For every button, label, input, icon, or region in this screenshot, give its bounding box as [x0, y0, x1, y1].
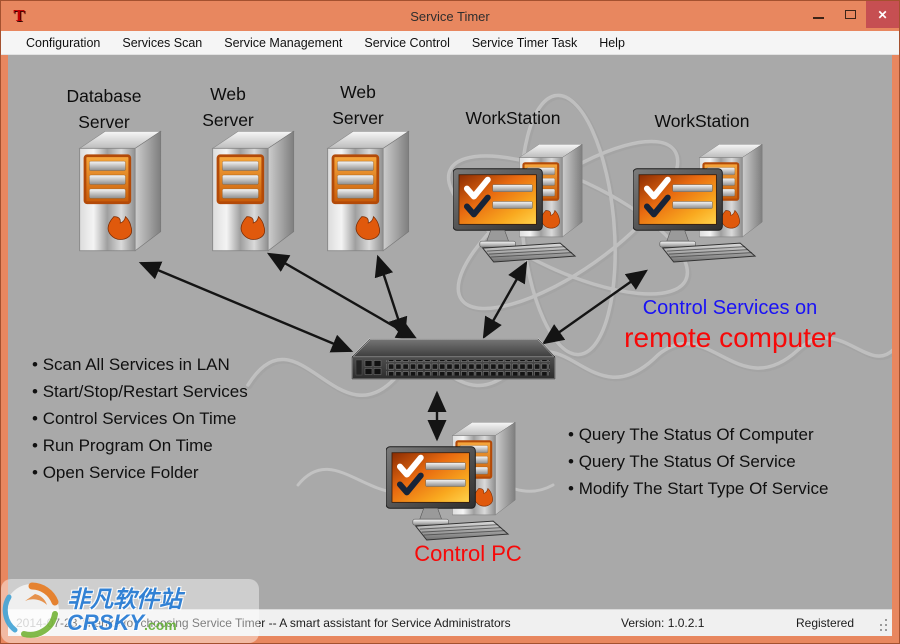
- control-pc-icon: [384, 419, 522, 543]
- web-server-label: Web Server: [332, 82, 384, 128]
- version-label: Version: 1.0.2.1: [621, 616, 705, 630]
- minimize-icon: [812, 16, 824, 19]
- control-pc-label: Control PC: [414, 541, 522, 566]
- feature-item: Control Services On Time: [32, 405, 248, 432]
- double-arrow-link: [138, 261, 354, 353]
- maximize-button[interactable]: [834, 1, 866, 28]
- workstation-icon: [451, 141, 589, 265]
- feature-item: Start/Stop/Restart Services: [32, 378, 248, 405]
- registered-badge: Registered: [796, 616, 855, 630]
- menu-item[interactable]: Services Scan: [122, 35, 203, 50]
- window-title: Service Timer: [410, 8, 490, 24]
- crsky-swirl-icon: [2, 582, 59, 638]
- web-server-icon: [201, 127, 299, 255]
- network-switch-icon: [351, 333, 556, 391]
- workstation-icon: [631, 141, 769, 265]
- workstation-label: WorkStation: [465, 108, 561, 128]
- crsky-watermark-logo: 非凡软件站 CRSKY.com: [1, 579, 259, 643]
- web-server-icon: [316, 127, 414, 255]
- headline-line2: remote computer: [624, 322, 836, 353]
- feature-item: Run Program On Time: [32, 432, 248, 459]
- headline: Control Services on remote computer: [560, 297, 892, 354]
- crsky-domain: CRSKY: [67, 610, 145, 636]
- menu-item[interactable]: Service Management: [224, 35, 343, 50]
- menu-item[interactable]: Service Timer Task: [471, 35, 578, 50]
- menu-item[interactable]: Service Control: [364, 35, 450, 50]
- web-server-label: Web Server: [202, 84, 254, 130]
- database-server-label: Database Server: [66, 86, 142, 132]
- menu-item[interactable]: Configuration: [26, 35, 101, 50]
- feature-list-left: Scan All Services in LANStart/Stop/Resta…: [32, 351, 248, 486]
- titlebar[interactable]: T Service Timer ✕: [1, 1, 899, 31]
- close-button[interactable]: ✕: [866, 1, 899, 28]
- feature-list-right: Query The Status Of ComputerQuery The St…: [568, 421, 829, 502]
- database-server-icon: [68, 127, 166, 255]
- crsky-tld: .com: [144, 617, 177, 634]
- menu-item[interactable]: Help: [599, 35, 625, 50]
- double-arrow-link: [482, 260, 528, 340]
- crsky-site-name: 非凡软件站: [67, 586, 182, 613]
- maximize-icon: [844, 10, 856, 19]
- feature-item: Open Service Folder: [32, 459, 248, 486]
- feature-item: Scan All Services in LAN: [32, 351, 248, 378]
- close-icon: ✕: [877, 7, 888, 22]
- feature-item: Query The Status Of Service: [568, 448, 828, 475]
- app-icon: T: [13, 6, 25, 25]
- network-links: [138, 252, 648, 442]
- feature-item: Query The Status Of Computer: [568, 421, 828, 448]
- background-watermark: [246, 93, 892, 495]
- double-arrow-link: [374, 254, 408, 340]
- headline-line1: Control Services on: [642, 297, 818, 319]
- workstation-label: WorkStation: [654, 111, 750, 131]
- double-arrow-link: [542, 269, 648, 345]
- statusbar: 2014-07-23 Thanks for choosing Service T…: [8, 609, 892, 636]
- status-message: 2014-07-23 Thanks for choosing Service T…: [16, 616, 511, 630]
- menubar: Configuration Services Scan Service Manage…: [1, 31, 899, 55]
- diagram-canvas: Database Server Web Server Web Server Wo…: [8, 55, 892, 609]
- minimize-button[interactable]: [802, 1, 834, 28]
- feature-item: Modify The Start Type Of Service: [568, 475, 829, 502]
- resize-grip[interactable]: [885, 629, 887, 631]
